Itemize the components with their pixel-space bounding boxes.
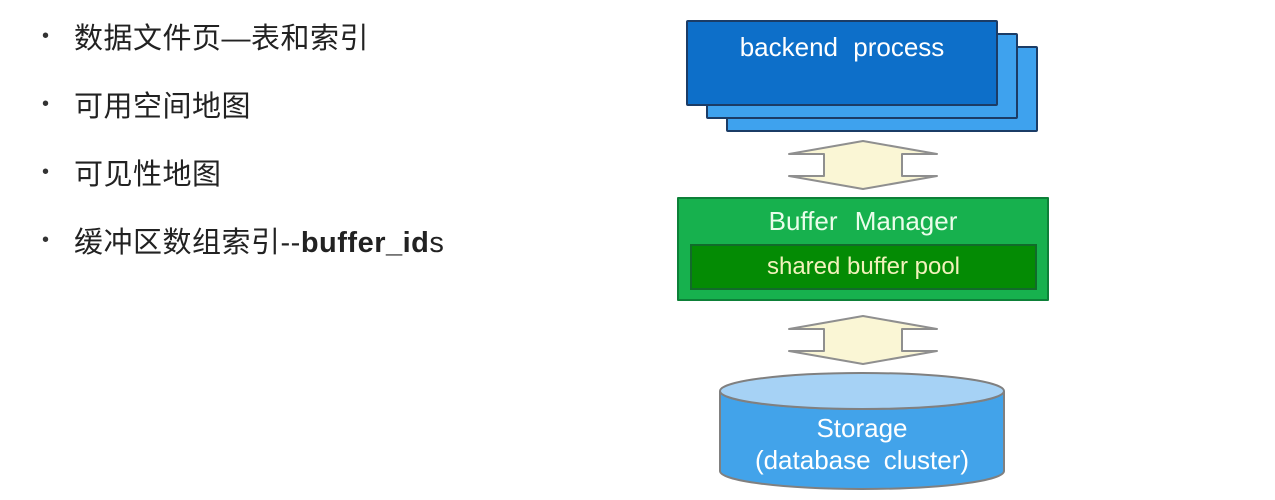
buffer-id-bold-text: buffer_id [300,227,430,259]
storage-label-line2: (database cluster) [755,445,969,475]
bullet-dot: • [42,92,50,115]
shared-buffer-pool-box: shared buffer pool [690,244,1037,290]
bullet-item-free-space-map: • 可用空间地图 [38,82,444,126]
backend-process-box: backend process [686,20,998,106]
bullet-text: 数据文件页—表和索引 [74,23,370,55]
double-arrow-icon [788,140,938,190]
bullet-text: 可见性地图 [74,159,222,191]
bullet-item-buffer-ids: • 缓冲区数组索引--buffer_ids [38,218,444,262]
bullet-text: 可用空间地图 [74,91,252,123]
backend-process-label: backend process [739,32,945,62]
bullet-list: • 数据文件页—表和索引 • 可用空间地图 • 可见性地图 • 缓冲区数组索引-… [38,14,444,286]
bullet-text: 缓冲区数组索引--buffer_ids [74,227,445,259]
bullet-item-data-file-pages: • 数据文件页—表和索引 [38,14,444,58]
storage-cylinder: Storage (database cluster) [719,372,1005,490]
shared-buffer-pool-label: shared buffer pool [766,253,961,280]
bullet-item-visibility-map: • 可见性地图 [38,150,444,194]
double-arrow-shape [788,315,938,365]
bullet-dot: • [42,228,50,251]
buffer-manager-label: Buffer Manager [768,206,958,236]
double-arrow-shape [788,140,938,190]
double-arrow-icon [788,315,938,365]
bullet-dot: • [42,24,50,47]
buffer-manager-box: Buffer Manager shared buffer pool [677,197,1049,301]
storage-label-line1: Storage [816,413,907,443]
bullet-dot: • [42,160,50,183]
storage-cylinder-top [719,372,1005,410]
